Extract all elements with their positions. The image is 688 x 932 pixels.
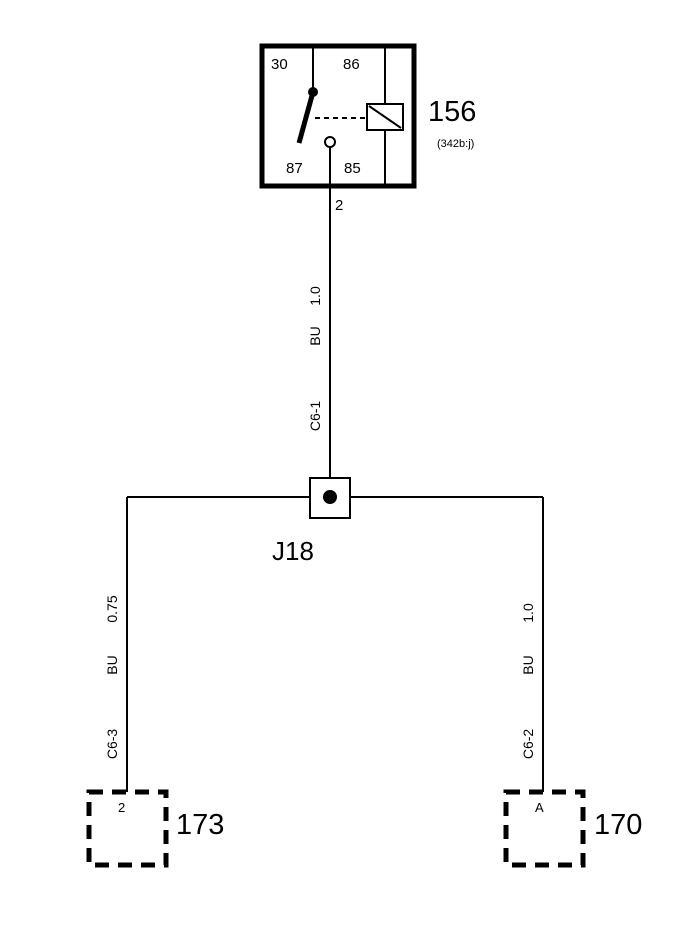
relay-coil-diagonal [368,105,402,129]
wire-left-color: BU [104,655,120,674]
wire-right-color: BU [520,655,536,674]
wire-right-connector: C6-2 [520,729,536,760]
component-170-box[interactable] [503,789,586,868]
wire-right-size: 1.0 [520,603,536,623]
component-170-id: 170 [594,809,642,841]
wire-top-connector: C6-1 [307,401,323,432]
relay-id: 156 [428,96,476,128]
component-173-pin: 2 [118,800,125,815]
relay-box[interactable] [259,43,417,189]
wire-left-connector: C6-3 [104,729,120,760]
relay-pin-85-label: 85 [344,160,361,177]
component-170-pin: A [535,800,544,815]
wire-top-color: BU [307,326,323,345]
splice-id: J18 [272,536,314,566]
wire-top-size: 1.0 [307,286,323,306]
relay-contact-87 [324,136,336,148]
component-173-id: 173 [176,809,224,841]
component-173-box[interactable] [86,789,169,868]
wire-left-size: 0.75 [104,595,120,622]
relay-output-pin-label: 2 [335,197,343,214]
relay-switch-arm [296,91,316,144]
relay-pin-87-label: 87 [286,160,303,177]
relay-pin-30-label: 30 [271,56,288,73]
relay-pin-86-label: 86 [343,56,360,73]
splice-dot [323,490,337,504]
relay-ref: (342b:j) [437,138,474,150]
